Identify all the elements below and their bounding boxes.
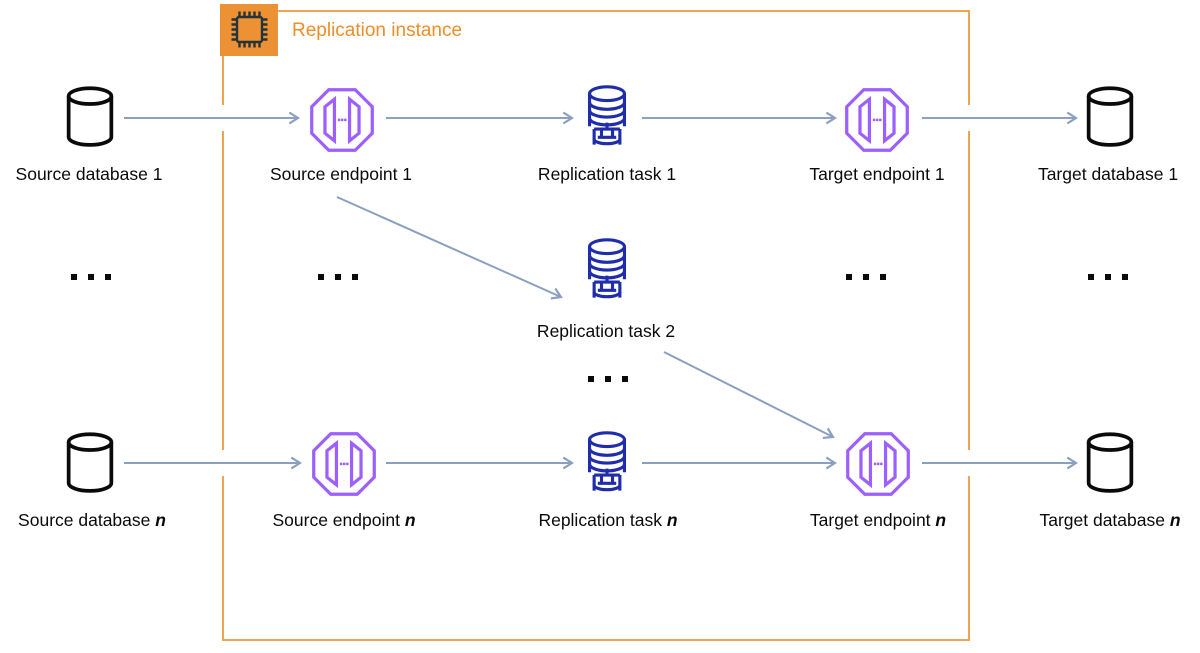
replication-task-2-node	[581, 237, 633, 310]
database-icon	[66, 432, 114, 493]
label-prefix: Source endpoint	[272, 510, 405, 530]
target-endpoint-n-label: Target endpoint n	[810, 510, 946, 530]
replication-task-icon	[587, 238, 627, 299]
endpoint-icon	[312, 432, 376, 496]
ellipsis-icon	[588, 376, 628, 382]
source-endpoint-1-node	[307, 85, 377, 160]
label-prefix: Replication task	[538, 510, 667, 530]
label-n-suffix: n	[935, 510, 947, 530]
label-n-suffix: n	[666, 510, 678, 530]
database-icon	[1086, 86, 1134, 147]
replication-instance-label: Replication instance	[292, 20, 463, 41]
replication-task-icon	[587, 85, 627, 146]
target-database-n-label: Target database n	[1039, 510, 1180, 530]
replication-task-1-node	[581, 84, 633, 157]
replication-task-2-label: Replication task 2	[536, 321, 676, 341]
source-endpoint-1-label: Source endpoint 1	[269, 164, 413, 184]
label-prefix: Target endpoint	[809, 510, 936, 530]
endpoint-icon	[845, 88, 909, 152]
arrow-endpoint1-to-task2	[336, 196, 563, 300]
replication-task-icon	[587, 431, 627, 492]
ellipsis-icon	[846, 274, 886, 280]
ellipsis-icon	[318, 274, 358, 280]
replication-task-n-label: Replication task n	[538, 510, 677, 530]
replication-task-1-label: Replication task 1	[537, 164, 677, 184]
source-database-1-label: Source database 1	[15, 164, 163, 184]
target-endpoint-1-node	[842, 85, 912, 160]
target-endpoint-1-label: Target endpoint 1	[809, 164, 945, 184]
label-prefix: Target database	[1039, 510, 1170, 530]
label-n-suffix: n	[155, 510, 166, 530]
endpoint-icon	[846, 432, 910, 496]
source-database-n-label: Source database n	[18, 510, 166, 530]
source-endpoint-n-node	[309, 429, 379, 504]
database-icon	[1086, 432, 1134, 493]
endpoint-icon	[310, 88, 374, 152]
replication-instance-container	[222, 10, 970, 641]
ellipsis-icon	[1088, 274, 1128, 280]
chip-icon	[231, 11, 268, 48]
label-prefix: Source database	[18, 510, 156, 530]
target-endpoint-n-node	[843, 429, 913, 504]
source-database-n-node	[64, 432, 116, 500]
database-icon	[66, 86, 114, 147]
replication-task-n-node	[581, 430, 633, 503]
replication-instance-badge	[220, 4, 278, 56]
ellipsis-icon	[71, 274, 111, 280]
target-database-1-node	[1084, 86, 1136, 154]
target-database-n-node	[1084, 432, 1136, 500]
source-database-1-node	[64, 86, 116, 154]
label-n-suffix: n	[404, 510, 416, 530]
target-database-1-label: Target database 1	[1037, 164, 1179, 184]
source-endpoint-n-label: Source endpoint n	[272, 510, 415, 530]
arrow-task2-to-targetepn	[663, 351, 835, 440]
label-n-suffix: n	[1169, 510, 1181, 530]
